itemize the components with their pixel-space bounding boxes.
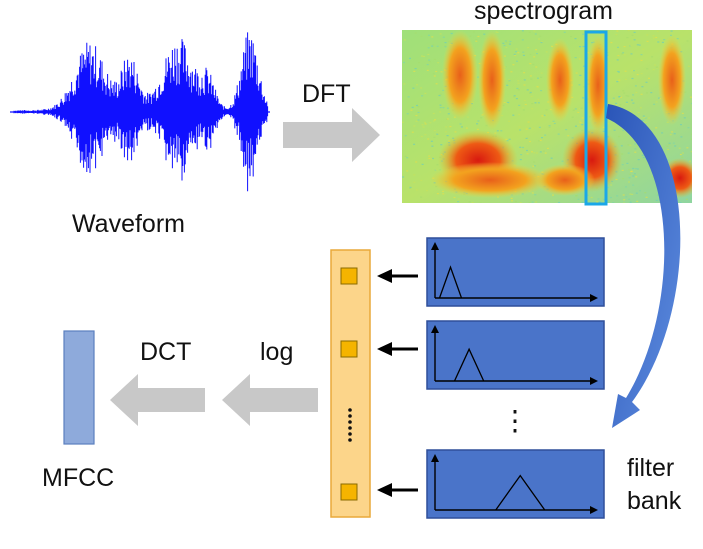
filter-bank-label-line2: bank xyxy=(627,487,682,515)
filter-triangle-1 xyxy=(438,265,463,299)
mfcc-bar xyxy=(63,330,95,445)
spectrogram-label: spectrogram xyxy=(474,0,613,25)
waveform-label: Waveform xyxy=(72,210,185,238)
filter-panel-1 xyxy=(426,237,605,307)
filter-bank-ellipsis: ⋮ xyxy=(501,405,529,436)
filter-panel-3 xyxy=(426,449,605,519)
waveform-signal xyxy=(10,32,270,192)
filter-triangle-3 xyxy=(495,474,546,511)
mfcc-label: MFCC xyxy=(42,464,115,492)
filter-output-arrow-2 xyxy=(377,342,418,356)
feature-column-dots xyxy=(348,408,352,442)
filter-bank xyxy=(426,237,605,519)
filter-output-arrows xyxy=(377,269,418,497)
feature-square-2 xyxy=(340,340,358,358)
dft-arrow xyxy=(283,108,380,162)
log-arrow xyxy=(222,374,318,426)
log-label: log xyxy=(260,338,294,366)
filter-panel-2 xyxy=(426,320,605,390)
filter-output-arrow-1 xyxy=(377,269,418,283)
dft-label: DFT xyxy=(302,80,351,108)
feature-square-3 xyxy=(340,483,358,501)
feature-square-1 xyxy=(340,267,358,285)
dct-arrow xyxy=(110,374,205,426)
dct-label: DCT xyxy=(140,338,192,366)
filter-bank-label-line1: filter xyxy=(627,454,675,482)
feature-vector-column xyxy=(330,249,371,518)
filter-output-arrow-3 xyxy=(377,483,418,497)
curved-arrow-to-filterbank xyxy=(606,104,681,428)
filter-triangle-2 xyxy=(453,347,485,382)
